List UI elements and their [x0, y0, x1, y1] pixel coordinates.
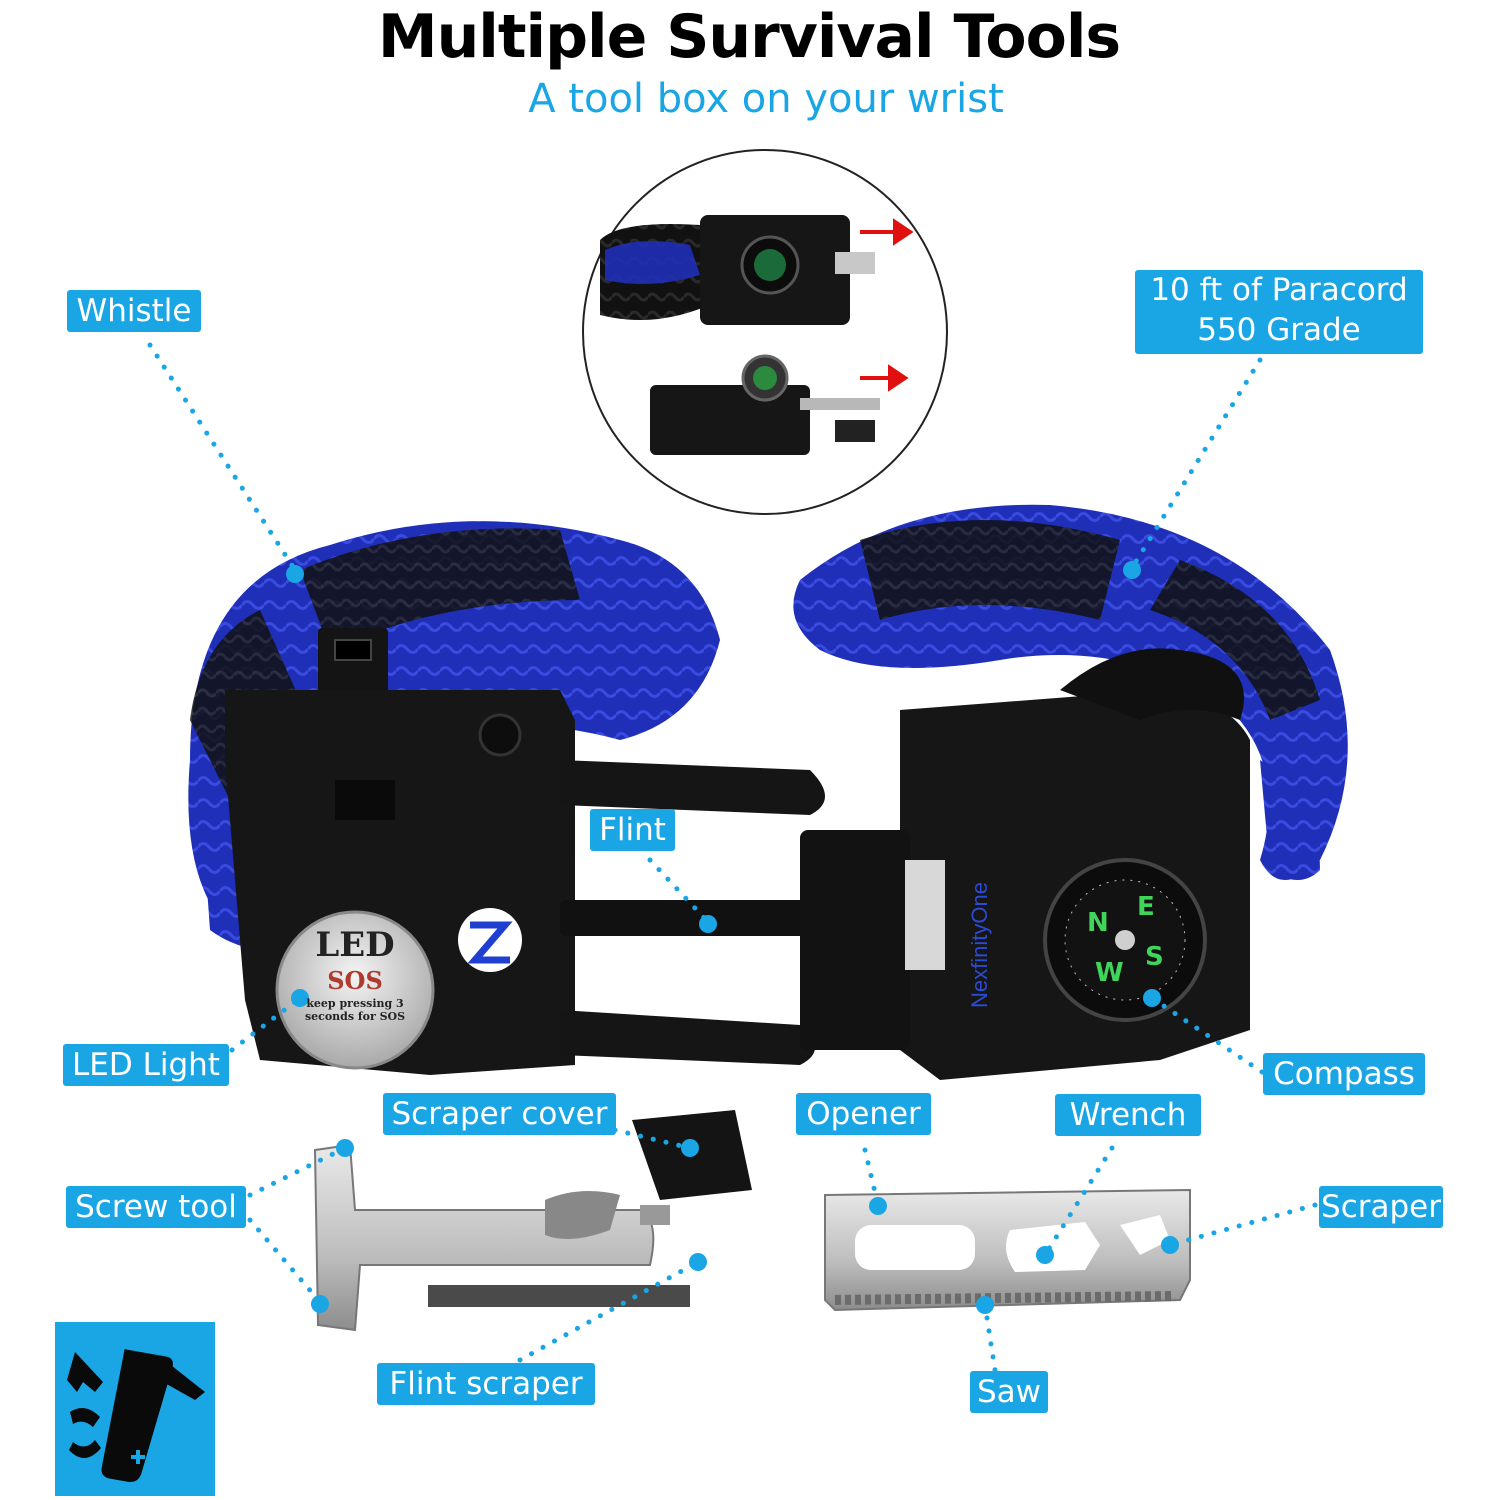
compass-w: W	[1095, 958, 1124, 988]
compass-n: N	[1087, 908, 1109, 938]
led-cap-text: LED SOS keep pressing 3 seconds for SOS	[285, 925, 425, 1023]
inset-circle	[582, 149, 948, 515]
label-whistle: Whistle	[67, 290, 201, 332]
callout-leaders	[147, 342, 1318, 1373]
compass-e: E	[1137, 892, 1155, 922]
pocket-knife-icon	[67, 1349, 205, 1482]
label-compass: Compass	[1263, 1053, 1425, 1095]
label-screw-tool: Screw tool	[66, 1186, 246, 1228]
compass-s: S	[1145, 942, 1164, 972]
label-scraper: Scraper	[1319, 1186, 1443, 1228]
label-scraper-cover: Scraper cover	[383, 1093, 616, 1135]
label-wrench: Wrench	[1055, 1094, 1201, 1136]
label-led-light: LED Light	[63, 1044, 229, 1086]
led-cap-line4: seconds for SOS	[304, 1010, 406, 1023]
led-cap-line2: SOS	[327, 966, 383, 995]
label-paracord-line1: 10 ft of Paracord	[1150, 272, 1408, 308]
label-saw: Saw	[970, 1371, 1048, 1413]
label-paracord: 10 ft of Paracord 550 Grade	[1135, 270, 1423, 354]
multitool-badge	[55, 1322, 215, 1496]
right-buckle	[800, 648, 1250, 1080]
page-title: Multiple Survival Tools	[377, 2, 1121, 72]
left-buckle	[225, 628, 880, 1075]
callout-dots	[286, 561, 1179, 1314]
label-flint: Flint	[590, 809, 675, 851]
page-subtitle: A tool box on your wrist	[528, 76, 1004, 122]
brand-mark: NexfinityOne	[967, 882, 992, 1008]
label-opener: Opener	[796, 1093, 931, 1135]
multi-tool-card	[824, 1188, 1191, 1312]
led-cap-line3: keep pressing 3	[306, 997, 404, 1010]
label-paracord-line2: 550 Grade	[1197, 312, 1361, 348]
led-cap-line1: LED	[315, 925, 395, 965]
compass-letters: N E S W	[1065, 880, 1185, 1000]
label-flint-scraper: Flint scraper	[377, 1363, 595, 1405]
